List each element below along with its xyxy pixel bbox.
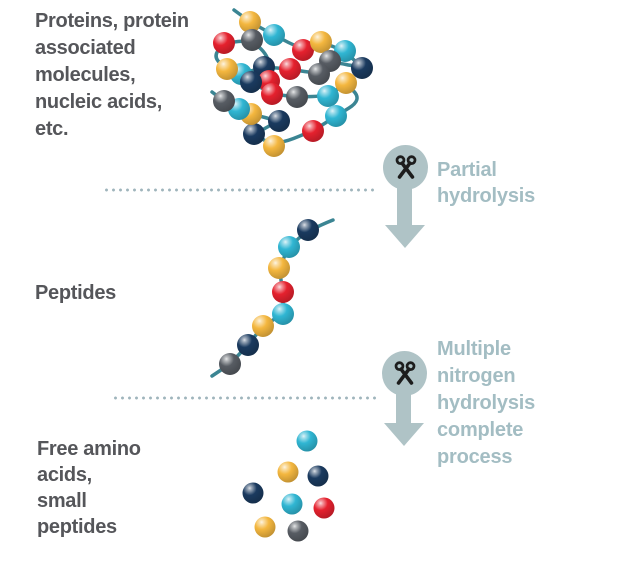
stage-label-peptides: Peptides [35,280,116,307]
scissors-icon [383,145,428,190]
scissors-icon [382,351,427,396]
stage-label-free-amino-acids: Free amino acids, small peptides [37,436,141,540]
label-line: acids, [37,464,92,486]
label-line: Free amino [37,438,141,460]
process-label-partial-hydrolysis: Partial hydrolysis [437,157,535,209]
divider-dotted-line-2 [114,396,377,400]
scissors-glyph [395,154,416,179]
down-arrow-head [385,225,425,248]
scissors-glyph [394,360,415,385]
label-line: etc. [35,118,69,140]
label-line: molecules, [35,64,136,86]
divider-dotted-line-1 [105,188,375,192]
label-line: Multiple [437,338,511,360]
label-line: process [437,446,513,468]
label-line: Peptides [35,282,116,304]
down-arrow-shaft [396,392,411,423]
down-arrow-head [384,423,424,446]
label-line: hydrolysis [437,392,536,414]
label-line: associated [35,37,136,59]
label-line: peptides [37,516,117,538]
label-line: hydrolysis [437,185,536,207]
label-line: complete [437,419,524,441]
label-line: nitrogen [437,365,516,387]
protein-cluster-figure [210,8,373,157]
free-amino-acids-figure [242,430,335,542]
label-line: nucleic acids, [35,91,162,113]
stage-label-proteins: Proteins, protein associated molecules, … [35,8,189,143]
peptide-chain-figure [210,218,335,378]
process-label-complete-hydrolysis: Multiple nitrogen hydrolysis complete pr… [437,336,535,471]
label-line: small [37,490,87,512]
down-arrow-shaft [397,186,412,226]
label-line: Proteins, protein [35,10,189,32]
label-line: Partial [437,159,497,181]
